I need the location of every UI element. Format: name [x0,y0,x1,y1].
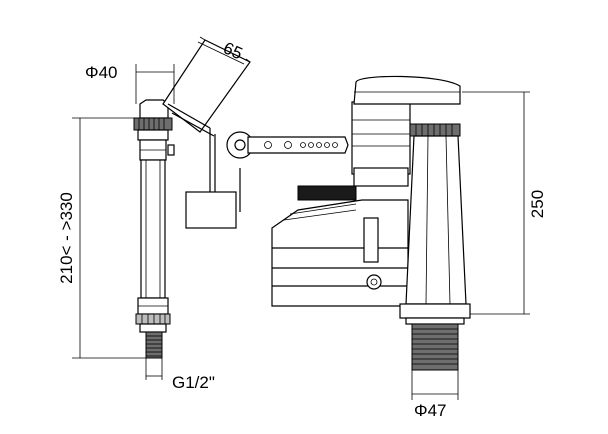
thread-size-label: G1/2" [172,373,215,392]
lever-arm [226,131,349,159]
inlet-diameter-label: Φ40 [85,63,117,82]
fill-valve [133,99,175,359]
outlet-diameter-label: Φ47 [414,401,446,420]
flush-valve-height-label: 250 [528,190,547,218]
flush-valve [226,75,471,371]
valve-height-range-label: 210< - >330 [57,192,76,284]
dimension-lines [72,36,530,400]
float-assembly [162,39,251,229]
